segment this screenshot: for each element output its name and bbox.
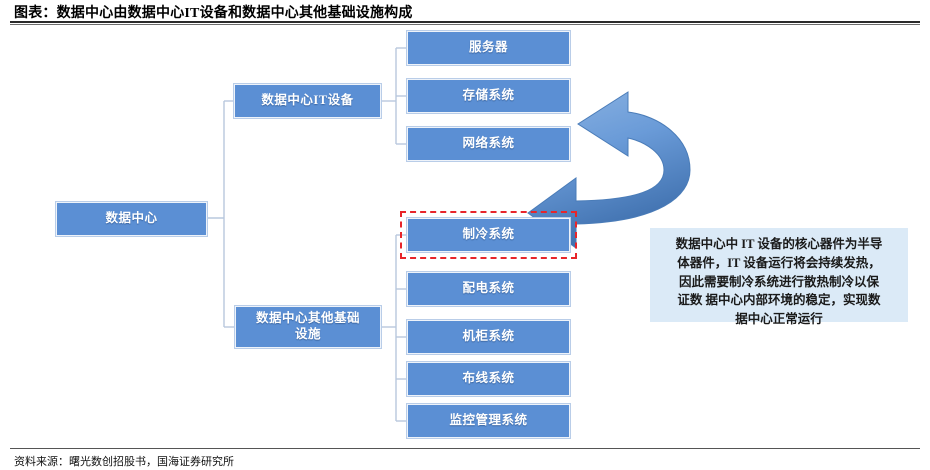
node-storage-system[interactable]: 存储系统 xyxy=(406,78,571,114)
source-note: 资料来源：曙光数创招股书，国海证券研究所 xyxy=(14,456,234,468)
node-other-infrastructure-label-line1: 数据中心其他基础 xyxy=(255,311,360,326)
annotation-callout: 数据中心中 IT 设备的核心器件为半导 体器件，IT 设备运行将会持续发热， 因… xyxy=(650,228,908,326)
annotation-line-4: 证数 据中心内部环境的稳定，实现数 xyxy=(677,293,881,308)
node-cooling-system[interactable]: 制冷系统 xyxy=(406,217,571,253)
title-rule-thick xyxy=(10,21,920,23)
node-monitoring-management-system-label: 监控管理系统 xyxy=(449,413,528,428)
node-root-data-center[interactable]: 数据中心 xyxy=(55,201,208,237)
node-monitoring-management-system[interactable]: 监控管理系统 xyxy=(406,403,571,439)
figure-title: 图表：数据中心由数据中心IT设备和数据中心其他基础设施构成 xyxy=(14,6,413,21)
node-power-distribution-system[interactable]: 配电系统 xyxy=(406,271,571,307)
annotation-line-2: 体器件，IT 设备运行将会持续发热， xyxy=(677,255,881,270)
node-cooling-system-label: 制冷系统 xyxy=(462,227,515,242)
node-cabinet-system-label: 机柜系统 xyxy=(462,329,515,344)
node-storage-system-label: 存储系统 xyxy=(462,88,515,103)
footer-rule xyxy=(10,448,920,449)
node-cabinet-system[interactable]: 机柜系统 xyxy=(406,319,571,355)
node-power-distribution-system-label: 配电系统 xyxy=(462,281,515,296)
node-other-infrastructure[interactable]: 数据中心其他基础 设施 xyxy=(234,305,382,349)
node-network-system-label: 网络系统 xyxy=(462,136,515,151)
node-server-label: 服务器 xyxy=(468,40,508,55)
node-cabling-system-label: 布线系统 xyxy=(462,371,515,386)
curved-arrow xyxy=(527,91,691,249)
node-cabling-system[interactable]: 布线系统 xyxy=(406,361,571,397)
annotation-line-3: 因此需要制冷系统进行散热制冷以保 xyxy=(678,274,879,289)
node-network-system[interactable]: 网络系统 xyxy=(406,126,571,162)
title-rule-thin xyxy=(10,24,920,25)
annotation-line-5: 据中心正常运行 xyxy=(735,312,823,326)
node-other-infrastructure-label-line2: 设施 xyxy=(294,327,321,341)
node-it-equipment-label: 数据中心IT设备 xyxy=(261,93,354,108)
node-it-equipment[interactable]: 数据中心IT设备 xyxy=(233,83,382,119)
annotation-line-1: 数据中心中 IT 设备的核心器件为半导 xyxy=(675,237,883,251)
node-server[interactable]: 服务器 xyxy=(406,30,571,66)
node-root-label: 数据中心 xyxy=(105,211,158,226)
